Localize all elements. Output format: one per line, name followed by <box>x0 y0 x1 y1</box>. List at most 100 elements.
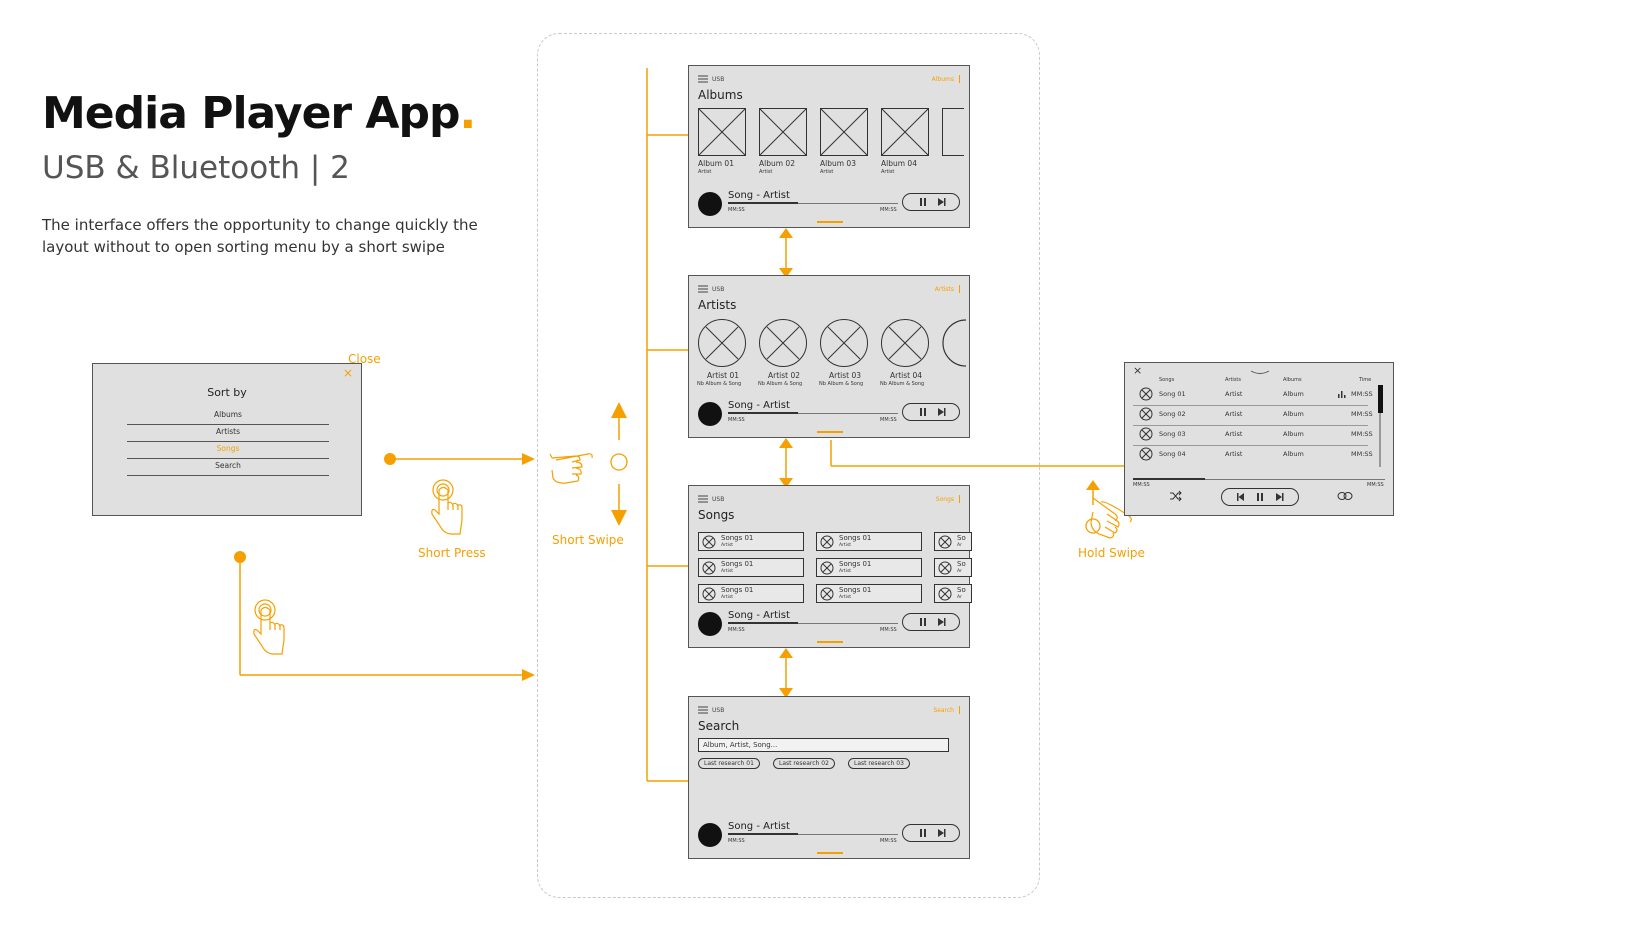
hamburger-menu-icon[interactable] <box>698 706 708 716</box>
artist-avatar[interactable] <box>698 319 746 367</box>
row-song[interactable]: Song 02 <box>1159 410 1186 418</box>
close-icon[interactable]: × <box>1133 364 1143 377</box>
album-name: Album 03 <box>820 159 856 168</box>
divider <box>1133 425 1368 426</box>
album-cover[interactable] <box>881 108 929 156</box>
scrollbar-thumb[interactable] <box>1378 385 1383 413</box>
mini-player[interactable]: Song - Artist MM:SS MM:SS <box>698 821 960 851</box>
equalizer-icon <box>1338 391 1346 398</box>
artist-name: Artist 04 <box>890 371 923 380</box>
previous-icon <box>1237 493 1239 501</box>
song-artist: Ar <box>957 569 962 574</box>
recent-search-chip[interactable]: Last research 03 <box>848 758 910 769</box>
sort-item-albums[interactable]: Albums <box>214 410 242 419</box>
row-album: Album <box>1283 390 1304 398</box>
recent-search-chip[interactable]: Last research 01 <box>698 758 760 769</box>
total-time: MM:SS <box>880 417 897 423</box>
sort-item-artists[interactable]: Artists <box>216 427 240 436</box>
artist-stats: Nb Album & Song <box>697 381 742 387</box>
artist-name: Artist 03 <box>829 371 862 380</box>
row-artist: Artist <box>1225 450 1243 458</box>
album-artist: Artist <box>881 169 895 175</box>
artist-avatar-partial[interactable] <box>942 319 969 367</box>
sort-item-songs[interactable]: Songs <box>216 444 240 453</box>
album-artist: Artist <box>698 169 712 175</box>
chevron-down-icon[interactable] <box>1250 370 1270 376</box>
album-cover[interactable] <box>759 108 807 156</box>
song-title: So <box>957 560 966 568</box>
row-song[interactable]: Song 03 <box>1159 430 1186 438</box>
row-song[interactable]: Song 01 <box>1159 390 1186 398</box>
row-time: MM:SS <box>1351 390 1373 398</box>
elapsed-time: MM:SS <box>1133 482 1150 488</box>
current-view-label: Songs <box>935 496 954 503</box>
progress-track[interactable] <box>728 834 898 835</box>
hamburger-menu-icon[interactable] <box>698 285 708 295</box>
mini-player[interactable]: Song - Artist MM:SS MM:SS <box>698 610 960 640</box>
mini-player[interactable]: Song - Artist MM:SS MM:SS <box>698 400 960 430</box>
shuffle-icon[interactable] <box>1169 490 1183 502</box>
row-album: Album <box>1283 410 1304 418</box>
hamburger-menu-icon[interactable] <box>698 75 708 85</box>
screen-title: Albums <box>698 88 743 102</box>
progress-track[interactable] <box>728 413 898 414</box>
album-cover[interactable] <box>698 108 746 156</box>
song-list-screen: × Songs Artists Albums Time Song 01 Arti… <box>1124 362 1394 516</box>
song-artist: Ar <box>957 543 962 548</box>
recent-search-chip[interactable]: Last research 02 <box>773 758 835 769</box>
column-header[interactable]: Albums <box>1283 377 1302 383</box>
progress-fill <box>728 412 798 414</box>
scrollbar-track[interactable] <box>1379 385 1381 467</box>
playback-controls[interactable] <box>1221 488 1299 506</box>
column-header[interactable]: Artists <box>1225 377 1241 383</box>
album-cover-partial[interactable] <box>942 108 964 156</box>
total-time: MM:SS <box>880 207 897 213</box>
row-album: Album <box>1283 450 1304 458</box>
repeat-icon[interactable] <box>1337 490 1353 502</box>
album-cover[interactable] <box>820 108 868 156</box>
song-artist: Artist <box>839 569 852 574</box>
song-title: Songs 01 <box>721 560 754 568</box>
column-header[interactable]: Time <box>1359 377 1372 383</box>
current-view-label: Artists <box>934 286 954 293</box>
song-artist: Artist <box>839 543 852 548</box>
search-input[interactable]: Album, Artist, Song... <box>698 738 949 752</box>
source-label: USB <box>712 707 725 714</box>
view-indicator <box>959 285 960 293</box>
artist-avatar[interactable] <box>759 319 807 367</box>
row-album: Album <box>1283 430 1304 438</box>
song-title: Songs 01 <box>839 586 872 594</box>
artist-avatar[interactable] <box>820 319 868 367</box>
row-song[interactable]: Song 04 <box>1159 450 1186 458</box>
artist-avatar[interactable] <box>881 319 929 367</box>
page-title: Media Player App. <box>42 88 476 139</box>
progress-track[interactable] <box>728 203 898 204</box>
progress-track[interactable] <box>1133 479 1385 480</box>
playback-controls[interactable] <box>902 613 960 631</box>
column-header[interactable]: Songs <box>1159 377 1175 383</box>
mini-player[interactable]: Song - Artist MM:SS MM:SS <box>698 190 960 220</box>
elapsed-time: MM:SS <box>728 838 745 844</box>
progress-track[interactable] <box>728 623 898 624</box>
sort-item-search[interactable]: Search <box>215 461 241 470</box>
current-view-label: Albums <box>931 76 954 83</box>
close-icon[interactable]: × <box>342 366 353 380</box>
page-indicator <box>817 221 843 223</box>
playback-controls[interactable] <box>902 403 960 421</box>
disc-icon <box>698 192 722 216</box>
hamburger-menu-icon[interactable] <box>698 495 708 505</box>
progress-fill <box>728 202 798 204</box>
album-artist: Artist <box>820 169 834 175</box>
playback-controls[interactable] <box>902 193 960 211</box>
playback-controls[interactable] <box>902 824 960 842</box>
song-title: So <box>957 534 966 542</box>
